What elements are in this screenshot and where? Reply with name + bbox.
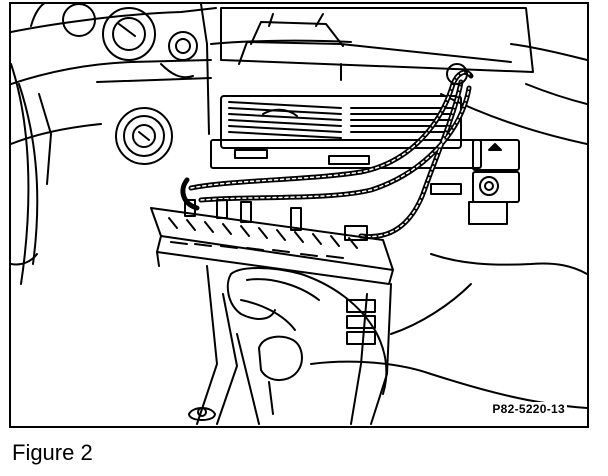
line-art-illustration	[11, 4, 587, 425]
illustration-frame: P82-5220-13	[9, 2, 589, 428]
harness-connector	[344, 63, 468, 241]
dashboard-lines	[11, 4, 587, 145]
ignition-lock	[115, 107, 173, 165]
climate-control-unit	[150, 199, 394, 285]
figure-reference-code: P82-5220-13	[490, 402, 567, 416]
wiring-harness-detail	[190, 71, 472, 238]
floor-connector	[188, 407, 216, 421]
steering-column	[11, 63, 52, 285]
center-console	[196, 265, 392, 425]
dash-opening	[220, 7, 534, 81]
instrument-cluster	[11, 4, 217, 79]
technician-hand	[226, 253, 587, 409]
figure-caption: Figure 2	[12, 440, 93, 465]
air-vents	[210, 95, 482, 169]
gear-knob	[258, 335, 303, 415]
right-switch-panel	[430, 139, 520, 225]
